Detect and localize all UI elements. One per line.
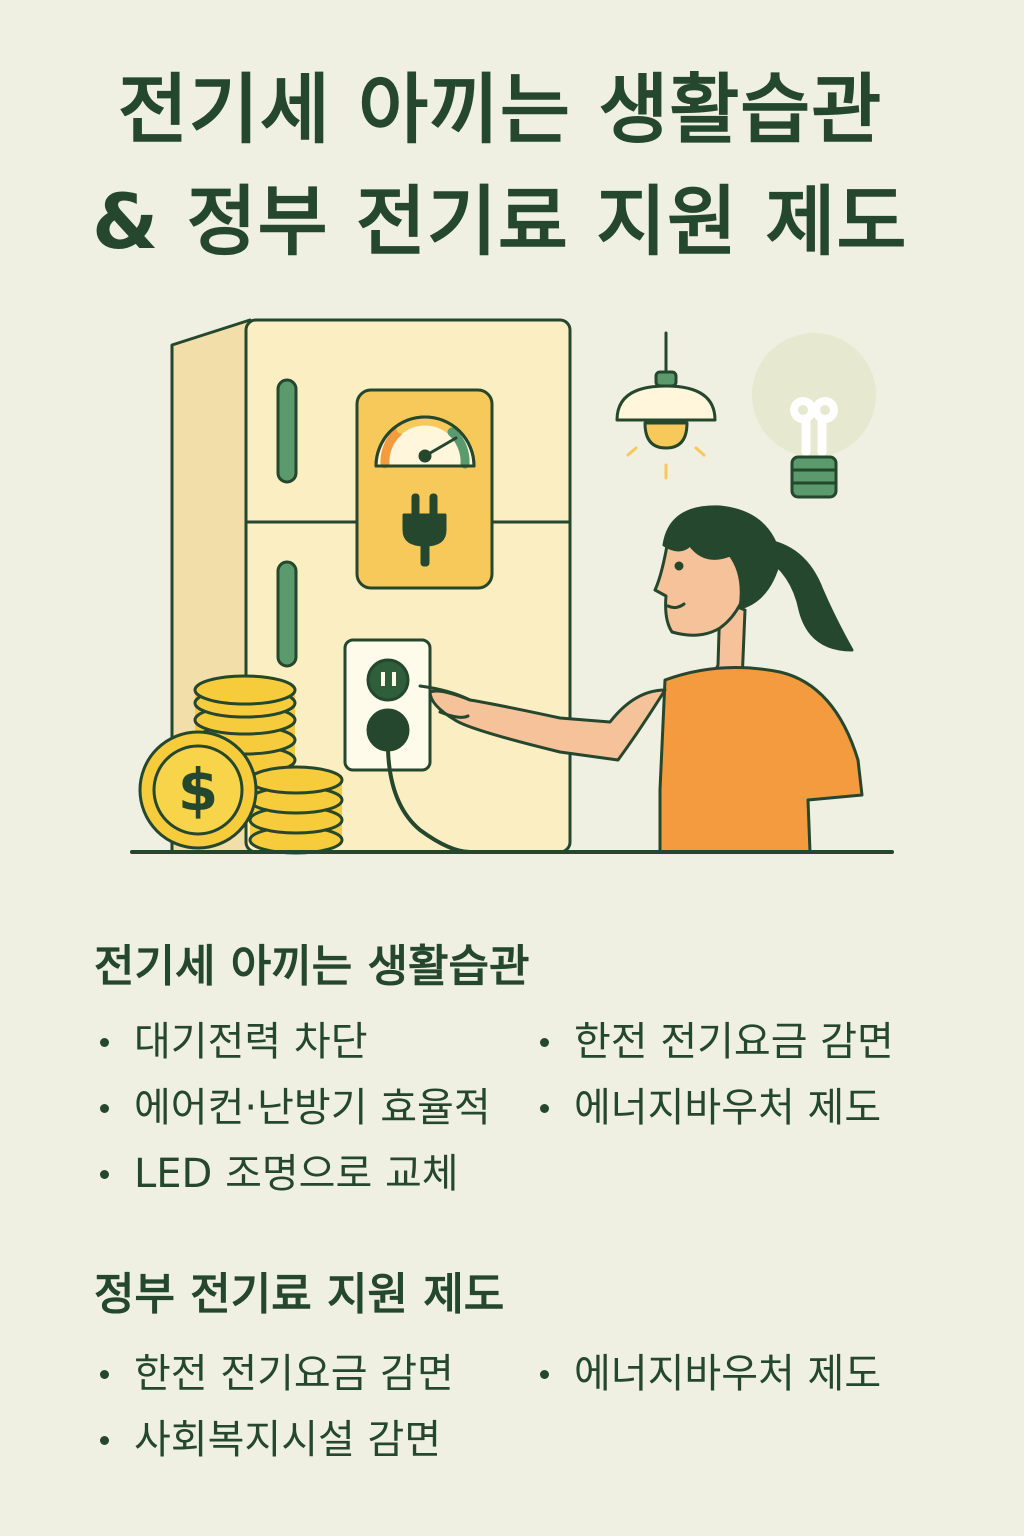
woman-figure [418,505,864,854]
bullet-dot [100,1170,109,1179]
bullet-dot [100,1436,109,1445]
bullet-dot [100,1104,109,1113]
bullet-dot [100,1370,109,1379]
bullet-dot [540,1104,549,1113]
svg-text:$: $ [178,756,218,824]
list-item-text: 에어컨·난방기 효율적 [134,1085,491,1131]
list-item-text: LED 조명으로 교체 [134,1151,459,1197]
list-item-text: 대기전력 차단 [134,1019,368,1065]
list-item-text: 한전 전기요금 감면 [574,1019,894,1065]
bullet-dot [540,1038,549,1047]
bullet-dot [540,1370,549,1379]
plug-icon [402,493,447,567]
title-line-2: & 정부 전기료 지원 제도 [92,177,908,266]
lightbulb-icon [752,333,876,499]
dollar-coin-icon: $ [138,730,258,850]
ceiling-lamp-icon [615,331,717,480]
illustration: $ [130,318,894,855]
support-heading: 정부 전기료 지원 제도 [94,1269,505,1320]
list-item-text: 에너지바우처 제도 [574,1085,882,1131]
title-line-1: 전기세 아끼는 생활습관 [118,65,883,154]
list-item-text: 한전 전기요금 감면 [134,1351,454,1397]
wall-outlet-icon [343,638,472,854]
list-item-text: 에너지바우처 제도 [574,1351,882,1397]
list-item-text: 사회복지시설 감면 [134,1417,442,1463]
power-gauge-icon [355,388,494,590]
habits-heading: 전기세 아끼는 생활습관 [94,941,530,992]
bullet-dot [100,1038,109,1047]
